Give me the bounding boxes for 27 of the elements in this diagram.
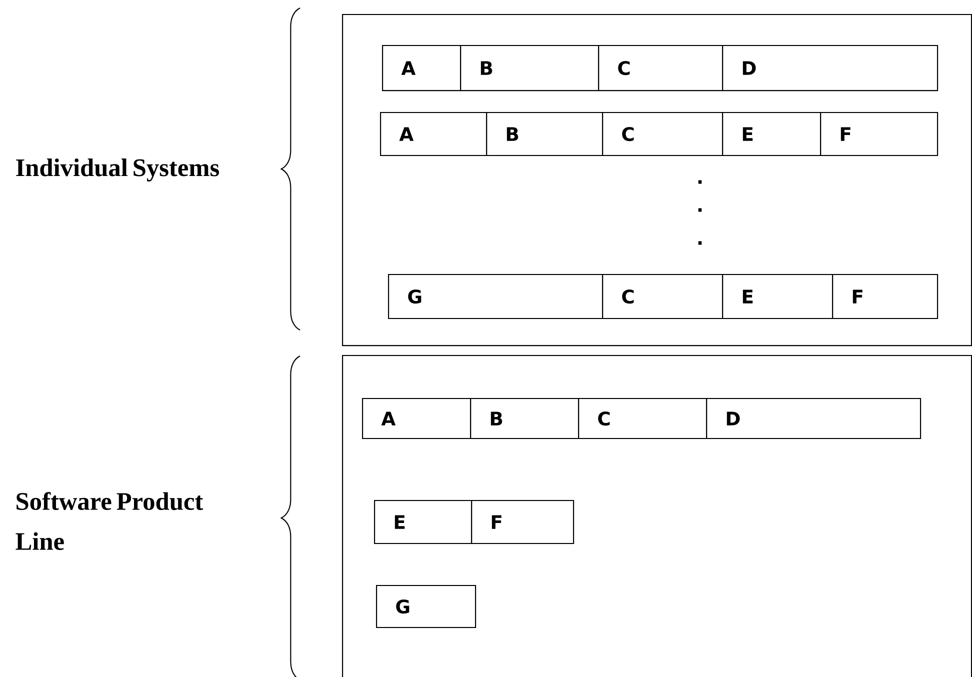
panel-box — [342, 14, 972, 346]
cell: E — [374, 500, 472, 544]
ellipsis-dot: . — [698, 180, 702, 184]
cell: C — [602, 112, 724, 156]
cell: A — [362, 398, 472, 440]
cell: G — [376, 585, 476, 628]
cell: F — [820, 112, 938, 156]
cell: F — [832, 274, 938, 320]
cell: B — [470, 398, 580, 440]
panel-box — [342, 355, 972, 677]
cell: B — [460, 45, 600, 92]
side-label: Individual Systems — [16, 158, 219, 182]
cell: C — [602, 274, 724, 320]
ellipsis-dot: . — [698, 241, 702, 245]
cell: F — [471, 500, 574, 544]
cell: B — [486, 112, 604, 156]
ellipsis-dot: . — [698, 208, 702, 212]
cell: E — [722, 112, 822, 156]
cell: A — [382, 45, 462, 92]
cell: D — [706, 398, 922, 440]
cell: C — [578, 398, 708, 440]
side-label: Software Product Line — [16, 492, 204, 550]
cell: D — [722, 45, 938, 92]
cell: G — [388, 274, 604, 320]
cell: C — [598, 45, 724, 92]
cell: E — [722, 274, 834, 320]
cell: A — [380, 112, 488, 156]
